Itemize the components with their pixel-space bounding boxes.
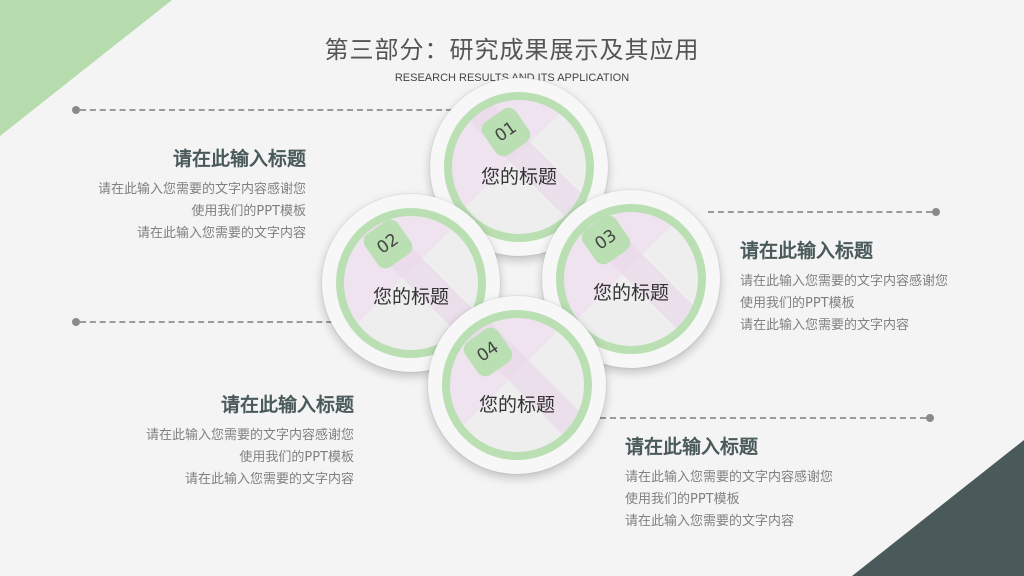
text-block-2: 请在此输入标题 请在此输入您需要的文字内容感谢您 使用我们的PPT模板 请在此输…	[86, 390, 354, 491]
circle-ring	[442, 310, 592, 460]
block-line: 请在此输入您需要的文字内容	[184, 472, 354, 487]
connector-dot-4	[926, 414, 934, 422]
text-block-4: 请在此输入标题 请在此输入您需要的文字内容感谢您 使用我们的PPT模板 请在此输…	[625, 432, 895, 533]
circle-label: 您的标题	[478, 394, 555, 416]
block-line: 使用我们的PPT模板	[740, 296, 855, 311]
circle-label: 您的标题	[480, 166, 557, 188]
block-heading: 请在此输入标题	[625, 436, 759, 458]
connector-dot-2	[72, 318, 80, 326]
connector-line-4	[600, 417, 926, 419]
block-line: 使用我们的PPT模板	[191, 204, 306, 219]
block-line: 使用我们的PPT模板	[625, 492, 740, 507]
block-line: 请在此输入您需要的文字内容感谢您	[97, 182, 306, 197]
text-block-3: 请在此输入标题 请在此输入您需要的文字内容感谢您 使用我们的PPT模板 请在此输…	[740, 236, 1010, 337]
block-heading: 请在此输入标题	[740, 240, 874, 262]
circle-item-04: 04 您的标题	[428, 296, 606, 474]
block-line: 请在此输入您需要的文字内容	[740, 318, 910, 333]
block-line: 请在此输入您需要的文字内容感谢您	[145, 428, 354, 443]
bottom-right-slate-triangle	[852, 440, 1024, 576]
connector-dot-3	[932, 208, 940, 216]
circle-item-03: 03 您的标题	[542, 190, 720, 368]
block-line: 请在此输入您需要的文字内容	[136, 226, 306, 241]
connector-dot-1	[72, 106, 80, 114]
connector-line-1	[80, 109, 452, 111]
text-block-1: 请在此输入标题 请在此输入您需要的文字内容感谢您 使用我们的PPT模板 请在此输…	[40, 144, 306, 245]
block-heading: 请在此输入标题	[172, 148, 306, 170]
top-left-green-triangle	[0, 0, 172, 136]
block-line: 请在此输入您需要的文字内容	[625, 514, 795, 529]
connector-line-3	[708, 211, 932, 213]
circle-ring	[556, 204, 706, 354]
block-line: 使用我们的PPT模板	[239, 450, 354, 465]
block-line: 请在此输入您需要的文字内容感谢您	[625, 470, 834, 485]
circle-label: 您的标题	[592, 282, 669, 304]
page-title: 第三部分：研究成果展示及其应用	[324, 36, 700, 64]
circle-label: 您的标题	[372, 286, 449, 308]
block-heading: 请在此输入标题	[220, 394, 354, 416]
circle-item-02: 02 您的标题	[322, 194, 500, 372]
connector-line-2	[80, 321, 342, 323]
block-line: 请在此输入您需要的文字内容感谢您	[740, 274, 949, 289]
